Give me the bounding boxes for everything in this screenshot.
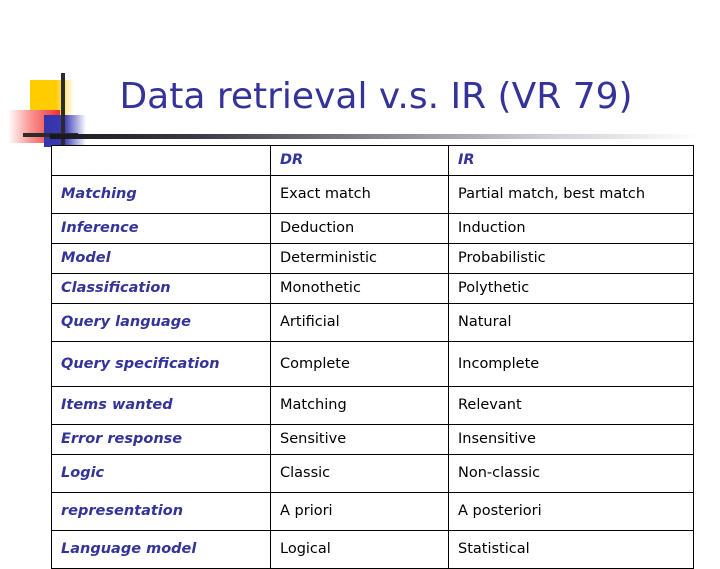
row-label-cell: Items wanted (51, 386, 271, 425)
header-cell-dr: DR (270, 145, 449, 176)
table-row: Matching Exact match Partial match, best… (51, 175, 694, 214)
row-label-cell: Matching (51, 175, 271, 214)
row-label: Classification (61, 280, 171, 296)
header-cell-blank (51, 145, 271, 176)
row-ir-cell: Partial match, best match (448, 175, 694, 214)
row-dr-cell: Matching (270, 386, 449, 425)
row-dr-cell: Deduction (270, 213, 449, 244)
row-label-cell: Query language (51, 303, 271, 342)
row-label: Model (61, 250, 111, 266)
corner-motif (0, 0, 130, 149)
row-label: Items wanted (61, 397, 173, 413)
row-label-cell: Model (51, 243, 271, 274)
row-dr-cell: Sensitive (270, 424, 449, 455)
row-label: representation (61, 503, 184, 519)
row-ir-cell: Probabilistic (448, 243, 694, 274)
row-dr-cell: Artificial (270, 303, 449, 342)
table-row: Classification Monothetic Polythetic (51, 273, 694, 304)
row-label: Query language (61, 314, 191, 330)
row-label-cell: Logic (51, 454, 271, 493)
row-ir-cell: A posteriori (448, 492, 694, 531)
header-label-ir: IR (458, 152, 475, 168)
table-header-row: DR IR (51, 145, 694, 176)
row-ir-cell: Statistical (448, 530, 694, 569)
row-dr-cell: Classic (270, 454, 449, 493)
row-ir-cell: Incomplete (448, 341, 694, 387)
row-ir-cell: Induction (448, 213, 694, 244)
row-label-cell: Inference (51, 213, 271, 244)
table-row: Inference Deduction Induction (51, 213, 694, 244)
row-dr-cell: Monothetic (270, 273, 449, 304)
row-label: Language model (61, 541, 197, 557)
row-label-cell: representation (51, 492, 271, 531)
row-label-cell: Error response (51, 424, 271, 455)
table-row: Language model Logical Statistical (51, 530, 694, 569)
row-ir-cell: Natural (448, 303, 694, 342)
row-label: Inference (61, 220, 139, 236)
table-row: Model Deterministic Probabilistic (51, 243, 694, 274)
row-label: Query specification (61, 355, 220, 372)
table-row: Logic Classic Non-classic (51, 454, 694, 493)
row-label-cell: Classification (51, 273, 271, 304)
table-row: Query language Artificial Natural (51, 303, 694, 342)
row-dr-cell: Exact match (270, 175, 449, 214)
table-row: representation A priori A posteriori (51, 492, 694, 531)
row-label: Logic (61, 465, 105, 481)
table-row: Error response Sensitive Insensitive (51, 424, 694, 455)
header-label-dr: DR (280, 152, 304, 168)
blue-square-icon (44, 115, 86, 147)
row-ir-cell: Relevant (448, 386, 694, 425)
row-label-cell: Query specification (51, 341, 271, 387)
row-label-cell: Language model (51, 530, 271, 569)
comparison-table: DR IR Matching Exact match Partial match… (51, 145, 694, 569)
row-dr-cell: A priori (270, 492, 449, 531)
header-cell-ir: IR (448, 145, 694, 176)
table-row: Query specification Complete Incomplete (51, 341, 694, 387)
page-title: Data retrieval v.s. IR (VR 79) (119, 76, 633, 117)
row-label: Matching (61, 186, 137, 202)
row-dr-cell: Logical (270, 530, 449, 569)
vertical-rule-icon (61, 73, 65, 149)
table-row: Items wanted Matching Relevant (51, 386, 694, 425)
row-dr-cell: Deterministic (270, 243, 449, 274)
row-ir-cell: Insensitive (448, 424, 694, 455)
row-dr-cell: Complete (270, 341, 449, 387)
row-ir-cell: Non-classic (448, 454, 694, 493)
row-ir-cell: Polythetic (448, 273, 694, 304)
title-divider (50, 134, 700, 139)
row-label: Error response (61, 431, 183, 447)
